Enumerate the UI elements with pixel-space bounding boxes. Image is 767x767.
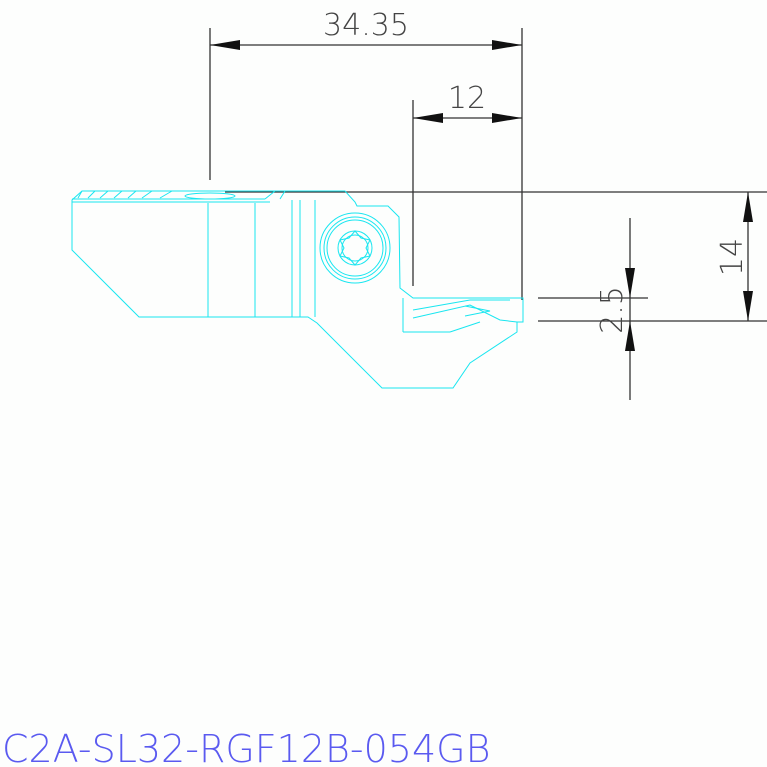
- dimension-label-14: 14: [715, 238, 750, 276]
- dimension-offset: 2.5: [538, 218, 648, 400]
- arrow-icon: [210, 40, 240, 50]
- dimension-insert-length: 12: [412, 81, 522, 286]
- arrow-icon: [492, 113, 522, 123]
- arrow-icon: [625, 321, 635, 351]
- dimension-overall-length: 34.35: [209, 8, 523, 300]
- arrow-icon: [743, 192, 753, 222]
- dimension-label-2-5: 2.5: [595, 286, 630, 334]
- dimension-label-34-35: 34.35: [323, 8, 409, 43]
- dimension-height: 14: [225, 191, 767, 322]
- part-number-title: C2A-SL32-RGF12B-054GB: [2, 727, 490, 767]
- arrow-icon: [625, 268, 635, 298]
- arrow-icon: [492, 40, 522, 50]
- clamp-screw-icon: [319, 212, 391, 284]
- arrow-icon: [413, 113, 443, 123]
- tool-holder-outline: [71, 190, 524, 389]
- arrow-icon: [743, 291, 753, 321]
- dimension-label-12: 12: [448, 81, 486, 116]
